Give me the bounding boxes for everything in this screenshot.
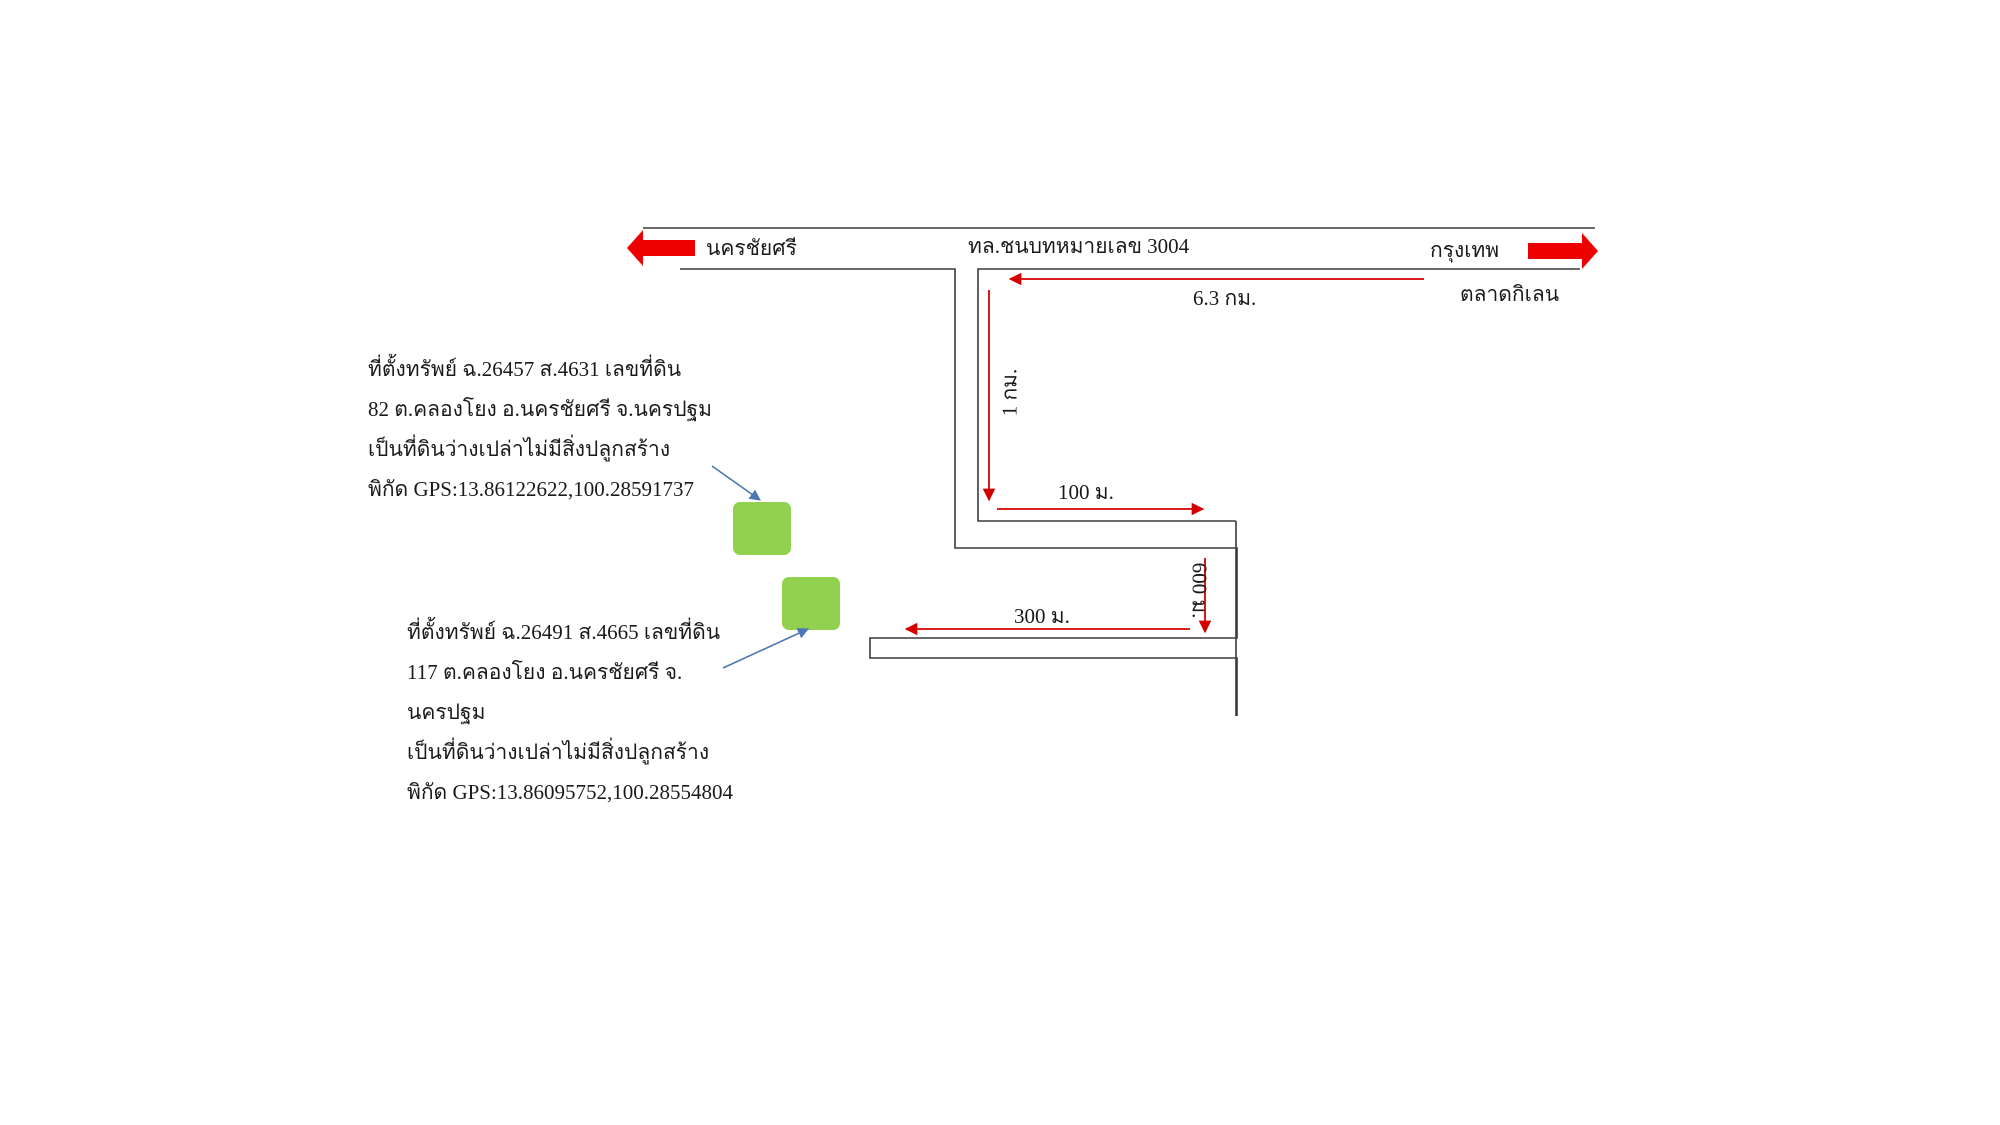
plot-2-marker [782,577,840,630]
road-name-label: ทล.ชนบทหมายเลข 3004 [968,234,1190,258]
landmark-label: ตลาดกิเลน [1460,282,1560,306]
plot-1-line-title: ที่ตั้งทรัพย์ ฉ.26457 ส.4631 เลขที่ดิน [368,357,682,381]
east-destination-label: กรุงเทพ [1430,238,1500,262]
plot-2-line-province: นครปฐม [407,700,486,724]
plot-1-pointer-arrow [711,465,761,501]
plot-1-line-status: เป็นที่ดินว่างเปล่าไม่มีสิ่งปลูกสร้าง [368,437,671,461]
distance-label-100m: 100 ม. [1058,480,1114,504]
east-direction-arrow [1528,233,1598,269]
west-direction-arrow [627,230,695,266]
road-outline [643,227,1595,716]
plot-1-marker [733,502,791,555]
plot-2-line-status: เป็นที่ดินว่างเปล่าไม่มีสิ่งปลูกสร้าง [407,740,710,764]
plot-2-line-gps: พิกัด GPS:13.86095752,100.28554804 [407,780,734,804]
distance-label-main: 6.3 กม. [1193,286,1257,310]
distance-label-300m: 300 ม. [1014,604,1070,628]
main-road-bottom-edge-east [977,268,1580,522]
plot-2-line-location: 117 ต.คลองโยง อ.นครชัยศรี จ. [407,660,683,684]
plot-2-description: ที่ตั้งทรัพย์ ฉ.26491 ส.4665 เลขที่ดิน 1… [407,612,733,812]
distance-label-600m: 600 ม. [1187,562,1212,619]
plot-2-pointer-arrow [722,628,810,669]
plot-2-line-title: ที่ตั้งทรัพย์ ฉ.26491 ส.4665 เลขที่ดิน [407,620,721,644]
distance-label-1km: 1 กม. [997,368,1022,417]
main-road-bottom-edge-west [680,268,1238,716]
west-destination-label: นครชัยศรี [706,236,797,260]
plot-1-line-gps: พิกัด GPS:13.86122622,100.28591737 [368,477,695,501]
plot-1-description: ที่ตั้งทรัพย์ ฉ.26457 ส.4631 เลขที่ดิน 8… [368,349,712,509]
plot-1-line-location: 82 ต.คลองโยง อ.นครชัยศรี จ.นครปฐม [368,397,712,421]
